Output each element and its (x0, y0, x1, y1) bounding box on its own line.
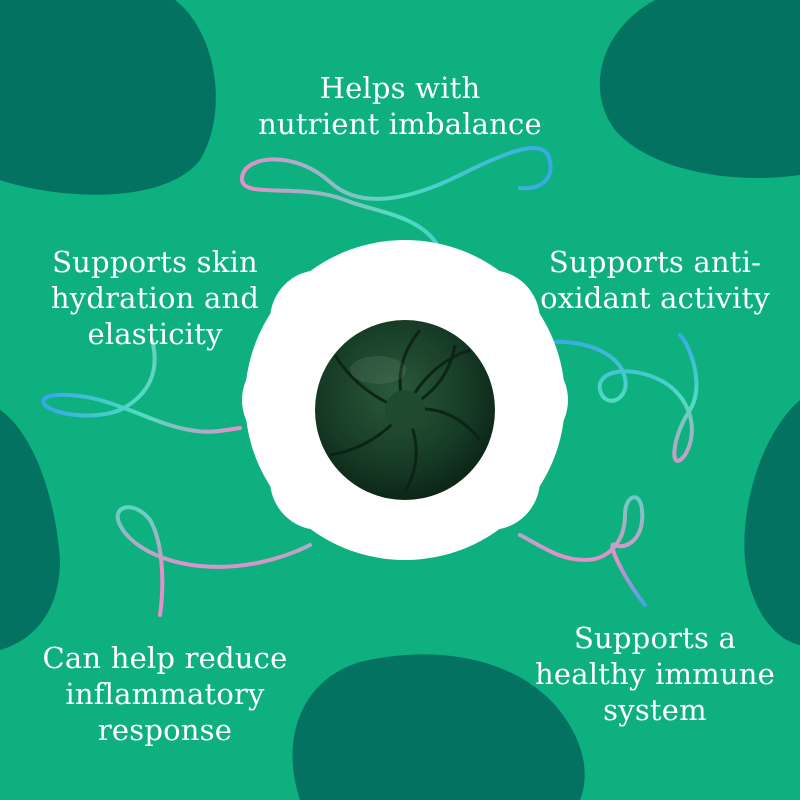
benefit-line: hydration and (50, 281, 260, 315)
benefit-antioxidant: Supports anti- oxidant activity (525, 244, 785, 316)
benefit-inflammatory-response: Can help reduce inflammatory response (20, 640, 310, 748)
benefit-line: system (603, 693, 707, 727)
ribbon-bottom-right (518, 495, 647, 607)
benefit-line: Helps with (319, 71, 481, 105)
blob-top-left (0, 0, 216, 195)
benefit-nutrient-imbalance: Helps with nutrient imbalance (250, 70, 550, 142)
benefit-line: Supports a (573, 621, 737, 655)
benefit-line: healthy immune (535, 657, 775, 691)
ribbons (41, 146, 699, 617)
ribbon-top (240, 146, 553, 248)
benefit-line: elasticity (87, 317, 223, 351)
blob-right (744, 400, 800, 645)
benefit-line: nutrient imbalance (258, 107, 542, 141)
benefit-line: Supports skin (52, 245, 258, 279)
blob-left (0, 410, 60, 650)
spirulina-capsule (315, 320, 495, 500)
benefit-line: oxidant activity (540, 281, 770, 315)
ribbon-bottom-left (115, 505, 312, 617)
benefit-line: Can help reduce (42, 641, 288, 675)
ribbon-left (41, 338, 242, 434)
benefit-immune-system: Supports a healthy immune system (510, 620, 800, 728)
blob-bottom (292, 654, 585, 800)
ribbon-right (546, 333, 699, 463)
benefit-skin-hydration: Supports skin hydration and elasticity (20, 244, 290, 352)
benefit-line: Supports anti- (548, 245, 762, 279)
blob-top-right (599, 0, 800, 178)
benefit-line: inflammatory (65, 677, 265, 711)
benefit-line: response (97, 713, 233, 747)
